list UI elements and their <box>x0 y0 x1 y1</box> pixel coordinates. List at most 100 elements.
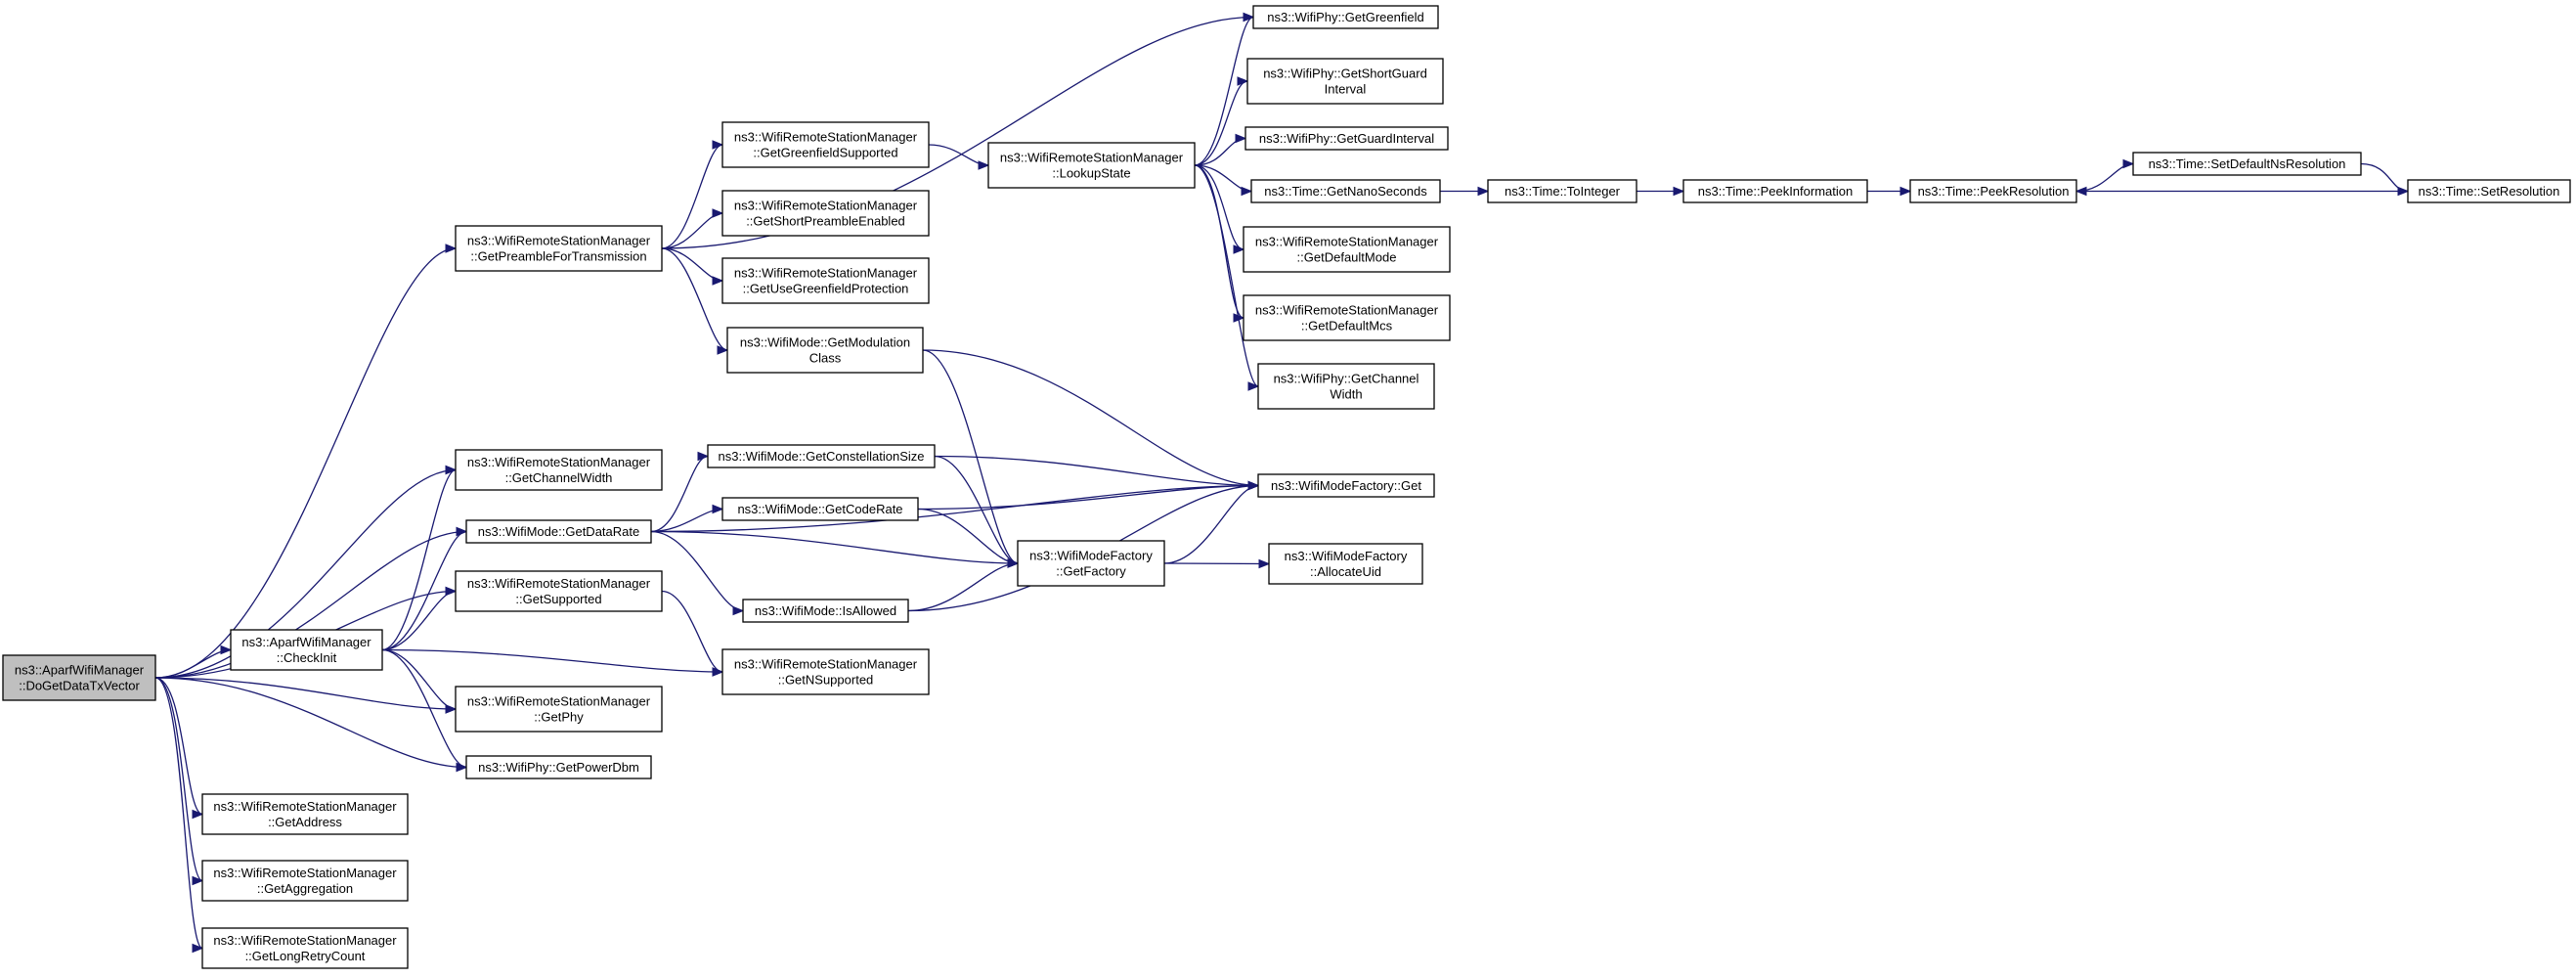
function-node-box <box>1487 179 1637 203</box>
function-node-peekresolution[interactable]: ns3::Time::PeekResolution <box>1909 179 2077 203</box>
call-edge-getsupported-to-getnsupported <box>661 590 724 677</box>
function-node-label: ns3::Time::GetNanoSeconds <box>1264 184 1427 199</box>
edge-line <box>661 247 723 282</box>
function-node-label: ns3::WifiPhy::GetGreenfield <box>1267 10 1423 24</box>
function-node-getdatarate[interactable]: ns3::WifiMode::GetDataRate <box>465 519 652 544</box>
function-node-box <box>987 142 1196 189</box>
function-node-checkinit[interactable]: ns3::AparfWifiManager::CheckInit <box>230 629 383 671</box>
function-node-getshortpreamble[interactable]: ns3::WifiRemoteStationManager::GetShortP… <box>721 190 930 237</box>
function-node-getaddress[interactable]: ns3::WifiRemoteStationManager::GetAddres… <box>201 793 409 835</box>
function-node-box <box>455 686 663 733</box>
function-node-box <box>721 190 930 237</box>
function-node-getcoderate[interactable]: ns3::WifiMode::GetCodeRate <box>721 497 919 521</box>
function-node-label: ::DoGetDataTxVector <box>19 679 140 693</box>
function-node-box <box>2132 152 2362 176</box>
function-node-label: ns3::WifiRemoteStationManager <box>734 199 918 213</box>
call-edge-lookupstate-to-getguardinterval <box>1194 133 1247 166</box>
edge-line <box>2075 162 2134 193</box>
function-node-label: ::GetPhy <box>534 710 584 725</box>
call-edge-root-to-getpreamble <box>154 244 458 679</box>
call-edge-getdatarate-to-isallowed <box>650 530 745 616</box>
function-node-box <box>201 860 409 902</box>
edge-line <box>381 530 467 651</box>
edge-line <box>1194 16 1254 166</box>
function-node-label: ns3::WifiPhy::GetGuardInterval <box>1259 131 1434 146</box>
edge-arrowhead-icon <box>712 208 724 218</box>
function-node-allocateuid[interactable]: ns3::WifiModeFactory::AllocateUid <box>1268 543 1423 585</box>
function-node-getlongretry[interactable]: ns3::WifiRemoteStationManager::GetLongRe… <box>201 927 409 969</box>
edge-arrowhead-icon <box>1247 381 1260 391</box>
function-node-setdefaultnsres[interactable]: ns3::Time::SetDefaultNsResolution <box>2132 152 2362 176</box>
function-node-getpreamble[interactable]: ns3::WifiRemoteStationManager::GetPreamb… <box>455 225 663 272</box>
edge-arrowhead-icon <box>1233 244 1245 254</box>
function-node-setresolution[interactable]: ns3::Time::SetResolution <box>2407 179 2571 203</box>
call-edge-setresolution-to-peekresolution <box>2074 186 2408 197</box>
function-node-label: ::AllocateUid <box>1310 564 1381 579</box>
function-node-getdefaultmode[interactable]: ns3::WifiRemoteStationManager::GetDefaul… <box>1243 226 1451 273</box>
edge-line <box>934 455 1019 564</box>
function-node-label: ns3::WifiMode::GetModulation <box>740 335 910 350</box>
function-node-getusegreenfield[interactable]: ns3::WifiRemoteStationManager::GetUseGre… <box>721 257 930 304</box>
function-node-getnanoseconds[interactable]: ns3::Time::GetNanoSeconds <box>1250 179 1441 203</box>
edge-arrowhead-icon <box>2074 186 2087 197</box>
function-node-getgreenfield[interactable]: ns3::WifiPhy::GetGreenfield <box>1252 5 1439 29</box>
edge-arrowhead-icon <box>445 244 458 253</box>
function-node-getconstellation[interactable]: ns3::WifiMode::GetConstellationSize <box>707 444 936 468</box>
function-node-getsupported[interactable]: ns3::WifiRemoteStationManager::GetSuppor… <box>455 570 663 612</box>
function-node-getphy_rsm[interactable]: ns3::WifiRemoteStationManager::GetPhy <box>455 686 663 733</box>
function-node-tointeger[interactable]: ns3::Time::ToInteger <box>1487 179 1637 203</box>
function-node-label: ns3::WifiRemoteStationManager <box>213 866 397 880</box>
function-node-box <box>707 444 936 468</box>
edge-line <box>650 530 744 612</box>
call-edge-root-to-getphy_rsm <box>154 677 458 714</box>
function-node-label: ns3::WifiRemoteStationManager <box>1255 303 1439 318</box>
function-node-label: ::GetAggregation <box>257 881 353 896</box>
edge-arrowhead-icon <box>712 276 724 286</box>
function-node-getguardinterval[interactable]: ns3::WifiPhy::GetGuardInterval <box>1244 126 1449 151</box>
function-node-getnsupported[interactable]: ns3::WifiRemoteStationManager::GetNSuppo… <box>721 648 930 695</box>
function-node-box <box>230 629 383 671</box>
function-node-box <box>1250 179 1441 203</box>
function-node-root[interactable]: ns3::AparfWifiManager::DoGetDataTxVector <box>2 654 156 701</box>
function-node-label: ns3::Time::ToInteger <box>1505 184 1621 199</box>
function-node-modefactoryget[interactable]: ns3::WifiModeFactory::Get <box>1257 473 1435 498</box>
function-node-label: ns3::WifiRemoteStationManager <box>467 576 651 591</box>
function-node-label: ns3::WifiRemoteStationManager <box>734 657 918 672</box>
function-node-label: ::GetUseGreenfieldProtection <box>743 282 909 296</box>
function-node-label: ns3::WifiModeFactory <box>1029 549 1153 563</box>
function-node-label: ::GetFactory <box>1056 564 1126 579</box>
edge-arrowhead-icon <box>1241 186 1253 197</box>
function-node-getaggregation[interactable]: ns3::WifiRemoteStationManager::GetAggreg… <box>201 860 409 902</box>
function-node-label: ns3::WifiMode::GetDataRate <box>478 524 639 539</box>
call-edge-root-to-getaggregation <box>154 677 204 886</box>
edge-arrowhead-icon <box>445 465 458 475</box>
function-node-getchannelwidth_phy[interactable]: ns3::WifiPhy::GetChannelWidth <box>1257 363 1435 410</box>
function-node-getdefaultmcs[interactable]: ns3::WifiRemoteStationManager::GetDefaul… <box>1243 294 1451 341</box>
function-node-label: ns3::Time::SetDefaultNsResolution <box>2149 156 2346 171</box>
function-node-box <box>1257 363 1435 410</box>
function-node-box <box>2 654 156 701</box>
edge-arrowhead-icon <box>456 762 468 773</box>
edge-arrowhead-icon <box>220 645 233 655</box>
function-node-lookupstate[interactable]: ns3::WifiRemoteStationManager::LookupSta… <box>987 142 1196 189</box>
call-edge-getfactory-to-modefactoryget <box>1163 480 1260 564</box>
call-edge-checkinit-to-getdatarate <box>381 526 468 651</box>
function-node-box <box>721 648 930 695</box>
function-node-getchannelwidth_rsm[interactable]: ns3::WifiRemoteStationManager::GetChanne… <box>455 449 663 491</box>
function-node-box <box>1244 126 1449 151</box>
function-node-label: ns3::WifiModeFactory::Get <box>1271 478 1421 493</box>
call-edge-getmodulation-to-modefactoryget <box>922 349 1260 491</box>
call-edge-getconstellation-to-modefactoryget <box>934 455 1260 491</box>
function-node-peekinformation[interactable]: ns3::Time::PeekInformation <box>1682 179 1868 203</box>
edge-arrowhead-icon <box>978 160 990 170</box>
function-node-box <box>1246 58 1444 105</box>
function-node-isallowed[interactable]: ns3::WifiMode::IsAllowed <box>742 599 909 623</box>
edge-arrowhead-icon <box>2122 158 2135 169</box>
function-node-getpowerdbm[interactable]: ns3::WifiPhy::GetPowerDbm <box>465 755 652 779</box>
function-node-label: ::GetChannelWidth <box>505 470 613 485</box>
function-node-box <box>455 449 663 491</box>
function-node-getgreenfieldsupported[interactable]: ns3::WifiRemoteStationManager::GetGreenf… <box>721 121 930 168</box>
function-node-getfactory[interactable]: ns3::WifiModeFactory::GetFactory <box>1017 540 1165 587</box>
